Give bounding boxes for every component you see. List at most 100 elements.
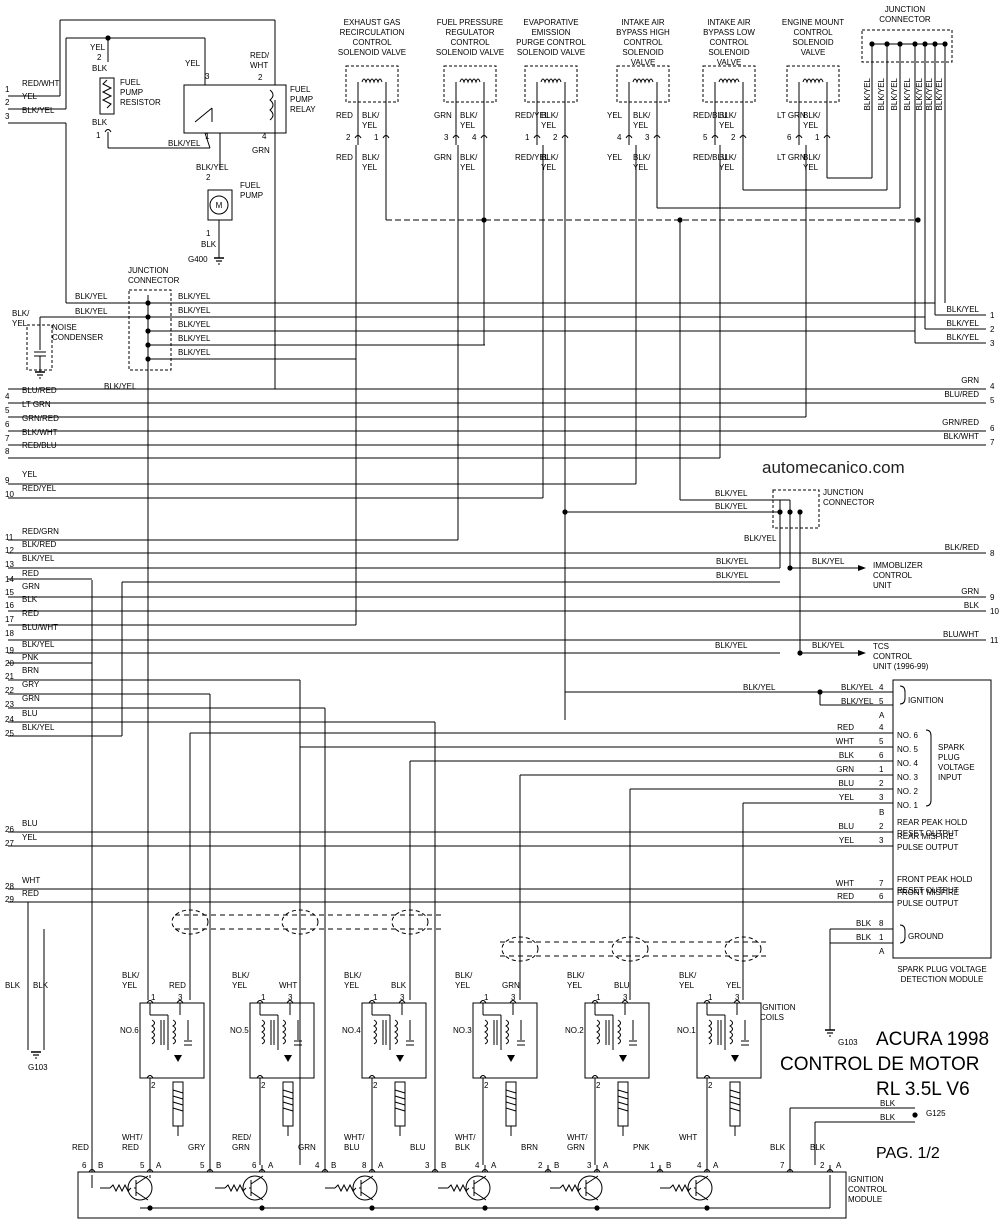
splice-dot bbox=[147, 1205, 153, 1211]
wire-label: RED/ bbox=[232, 1133, 252, 1142]
solenoid-valve-body bbox=[786, 65, 840, 103]
valve-name-label: CONTROL bbox=[793, 28, 833, 37]
left-wire-color: GRN bbox=[22, 582, 40, 591]
coil-winding-icon bbox=[373, 1019, 377, 1045]
shield-ellipse bbox=[501, 936, 539, 962]
wire-label: BLU bbox=[838, 779, 854, 788]
left-wire-color: BLK/WHT bbox=[22, 428, 58, 437]
connector-pin bbox=[621, 1000, 629, 1004]
solenoid-valve-body bbox=[345, 65, 399, 103]
wire-label: GRN bbox=[434, 111, 452, 120]
junction-connector-left-body bbox=[128, 289, 172, 371]
wire-label-vertical: BLK/YEL bbox=[877, 77, 886, 110]
resistor-symbol bbox=[101, 79, 113, 109]
wire-label: RED/BLU bbox=[693, 111, 728, 120]
connector-pin bbox=[480, 135, 488, 139]
spark-input-label: NO. 4 bbox=[897, 759, 918, 768]
valve-name-label: FUEL PRESSURE bbox=[437, 18, 503, 27]
wire-label: BLK/YEL bbox=[178, 348, 211, 357]
wire-label: BLK/ bbox=[719, 153, 737, 162]
wire-label-vertical: BLK/YEL bbox=[935, 77, 944, 110]
fuel-pump-relay-label: PUMP bbox=[290, 95, 313, 104]
left-wire-number: 13 bbox=[5, 560, 14, 569]
wire-label: YEL bbox=[803, 121, 819, 130]
wire-label: RED bbox=[72, 1143, 89, 1152]
solenoid-valve-body bbox=[616, 65, 670, 103]
coil-winding-icon bbox=[505, 1019, 509, 1045]
pin-number: 6 bbox=[879, 751, 884, 760]
wire-label: BLK bbox=[770, 1143, 786, 1152]
pin-number: 2 bbox=[538, 1161, 543, 1170]
ignition-coils-label: COILS bbox=[760, 1013, 784, 1022]
wire-label: BLK bbox=[810, 1143, 826, 1152]
left-wire-number: 6 bbox=[5, 420, 10, 429]
valve-name-label: VALVE bbox=[631, 58, 656, 67]
connector-letter: A bbox=[156, 1161, 162, 1170]
connector-pin bbox=[591, 1000, 599, 1004]
valve-name-label: CONTROL bbox=[450, 38, 490, 47]
pin-number: 5 bbox=[879, 737, 884, 746]
right-wire-number: 11 bbox=[990, 636, 999, 645]
wire-label: GRN bbox=[298, 1143, 316, 1152]
connector-pin bbox=[146, 1000, 154, 1004]
fuel-pump-body bbox=[207, 189, 233, 221]
wire-label: BLK/ bbox=[541, 111, 559, 120]
spark-output-label: FRONT PEAK HOLD bbox=[897, 875, 973, 884]
connector-letter: A bbox=[713, 1161, 719, 1170]
valve-name-label: EMISSION bbox=[531, 28, 570, 37]
right-wire-color: BLK/WHT bbox=[943, 432, 979, 441]
pin-number: 2 bbox=[596, 1081, 601, 1090]
pin-number: 1 bbox=[206, 229, 211, 238]
connector-pin bbox=[711, 135, 719, 139]
watermark-text: automecanico.com bbox=[762, 458, 905, 477]
pin-number: 5 bbox=[879, 697, 884, 706]
pin-number: 2 bbox=[731, 133, 736, 142]
coil-winding-icon bbox=[617, 1019, 621, 1045]
connector-letter: A bbox=[603, 1161, 609, 1170]
connector-pin bbox=[826, 1169, 834, 1173]
pin-number: 2 bbox=[151, 1081, 156, 1090]
wire-label: BLK/YEL bbox=[715, 502, 748, 511]
right-wire-color: BLK/RED bbox=[945, 543, 979, 552]
connector-pin bbox=[104, 129, 112, 133]
spark-plug-thread-icon bbox=[282, 1089, 294, 1112]
junction-connector-right-label: CONNECTOR bbox=[823, 498, 875, 507]
coil-number-label: NO.6 bbox=[120, 1026, 139, 1035]
coil-winding-icon bbox=[261, 1019, 265, 1045]
wire-label: WHT/ bbox=[344, 1133, 365, 1142]
pin-number: 8 bbox=[362, 1161, 367, 1170]
shield-ellipse bbox=[611, 936, 649, 962]
junction-connector-label: CONNECTOR bbox=[128, 276, 180, 285]
left-wire-color: BLU bbox=[22, 709, 38, 718]
arrow-icon bbox=[858, 565, 866, 571]
left-wire-color: BLU bbox=[22, 819, 38, 828]
wire-label: LT GRN bbox=[777, 153, 806, 162]
transistor-emitter bbox=[360, 1191, 374, 1201]
left-wire-number: 23 bbox=[5, 700, 14, 709]
fuel-pump-resistor-label: RESISTOR bbox=[120, 98, 161, 107]
valve-name-label: SOLENOID bbox=[708, 48, 750, 57]
wire-label: BLK/YEL bbox=[178, 306, 211, 315]
connector-pin bbox=[88, 1169, 96, 1173]
pin-number: 1 bbox=[815, 133, 820, 142]
wire-label: GRN bbox=[836, 765, 854, 774]
pin-number: 1 bbox=[525, 133, 530, 142]
wire-label: YEL bbox=[460, 163, 476, 172]
pin-number: 1 bbox=[484, 993, 489, 1002]
connector-letter: A bbox=[378, 1161, 384, 1170]
diode-icon bbox=[507, 1055, 515, 1062]
left-wire-number: 10 bbox=[5, 490, 14, 499]
wire-label: BRN bbox=[521, 1143, 538, 1152]
wire-label: BLK/ bbox=[455, 971, 473, 980]
wire-label: LT GRN bbox=[777, 111, 806, 120]
fuel-pump-relay-label: RELAY bbox=[290, 105, 316, 114]
fuel-pump-resistor-label: PUMP bbox=[120, 88, 143, 97]
wire-label: BLK/ bbox=[541, 153, 559, 162]
right-wire-number: 4 bbox=[990, 382, 995, 391]
left-wire-number: 4 bbox=[5, 392, 10, 401]
immobilizer-label: UNIT bbox=[873, 581, 892, 590]
diode-icon bbox=[396, 1055, 404, 1062]
left-wire-color: YEL bbox=[22, 833, 38, 842]
right-wire-number: 10 bbox=[990, 607, 999, 616]
valve-name-label: EVAPORATIVE bbox=[523, 18, 578, 27]
